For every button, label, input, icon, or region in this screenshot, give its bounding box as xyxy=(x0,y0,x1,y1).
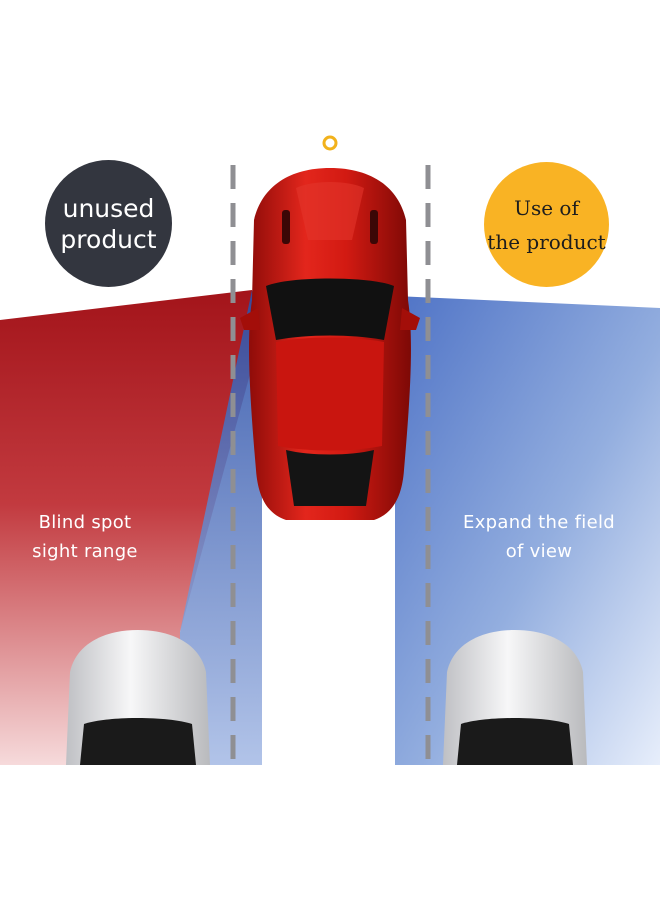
sensor-dot-icon xyxy=(322,135,338,151)
white-car-top-view-icon xyxy=(66,630,210,765)
expand-field-caption: Expand the field of view xyxy=(446,508,632,566)
caption-line: Blind spot xyxy=(38,512,132,533)
blind-spot-caption: Blind spot sight range xyxy=(10,508,160,566)
use-of-product-badge: Use of the product xyxy=(484,162,609,287)
white-car-top-view-icon xyxy=(443,630,587,765)
blind-spot-edge xyxy=(180,290,262,765)
blind-spot-zone xyxy=(0,290,262,765)
badge-line: unused xyxy=(62,193,155,223)
red-sports-car-top-view-icon xyxy=(240,168,420,520)
unused-product-badge: unused product xyxy=(45,160,172,287)
caption-line: of view xyxy=(505,541,573,562)
badge-line: Use of xyxy=(514,195,579,220)
badge-line: product xyxy=(60,224,157,254)
badge-line: the product xyxy=(487,229,606,254)
caption-line: sight range xyxy=(32,541,138,562)
caption-line: Expand the field xyxy=(463,512,615,533)
